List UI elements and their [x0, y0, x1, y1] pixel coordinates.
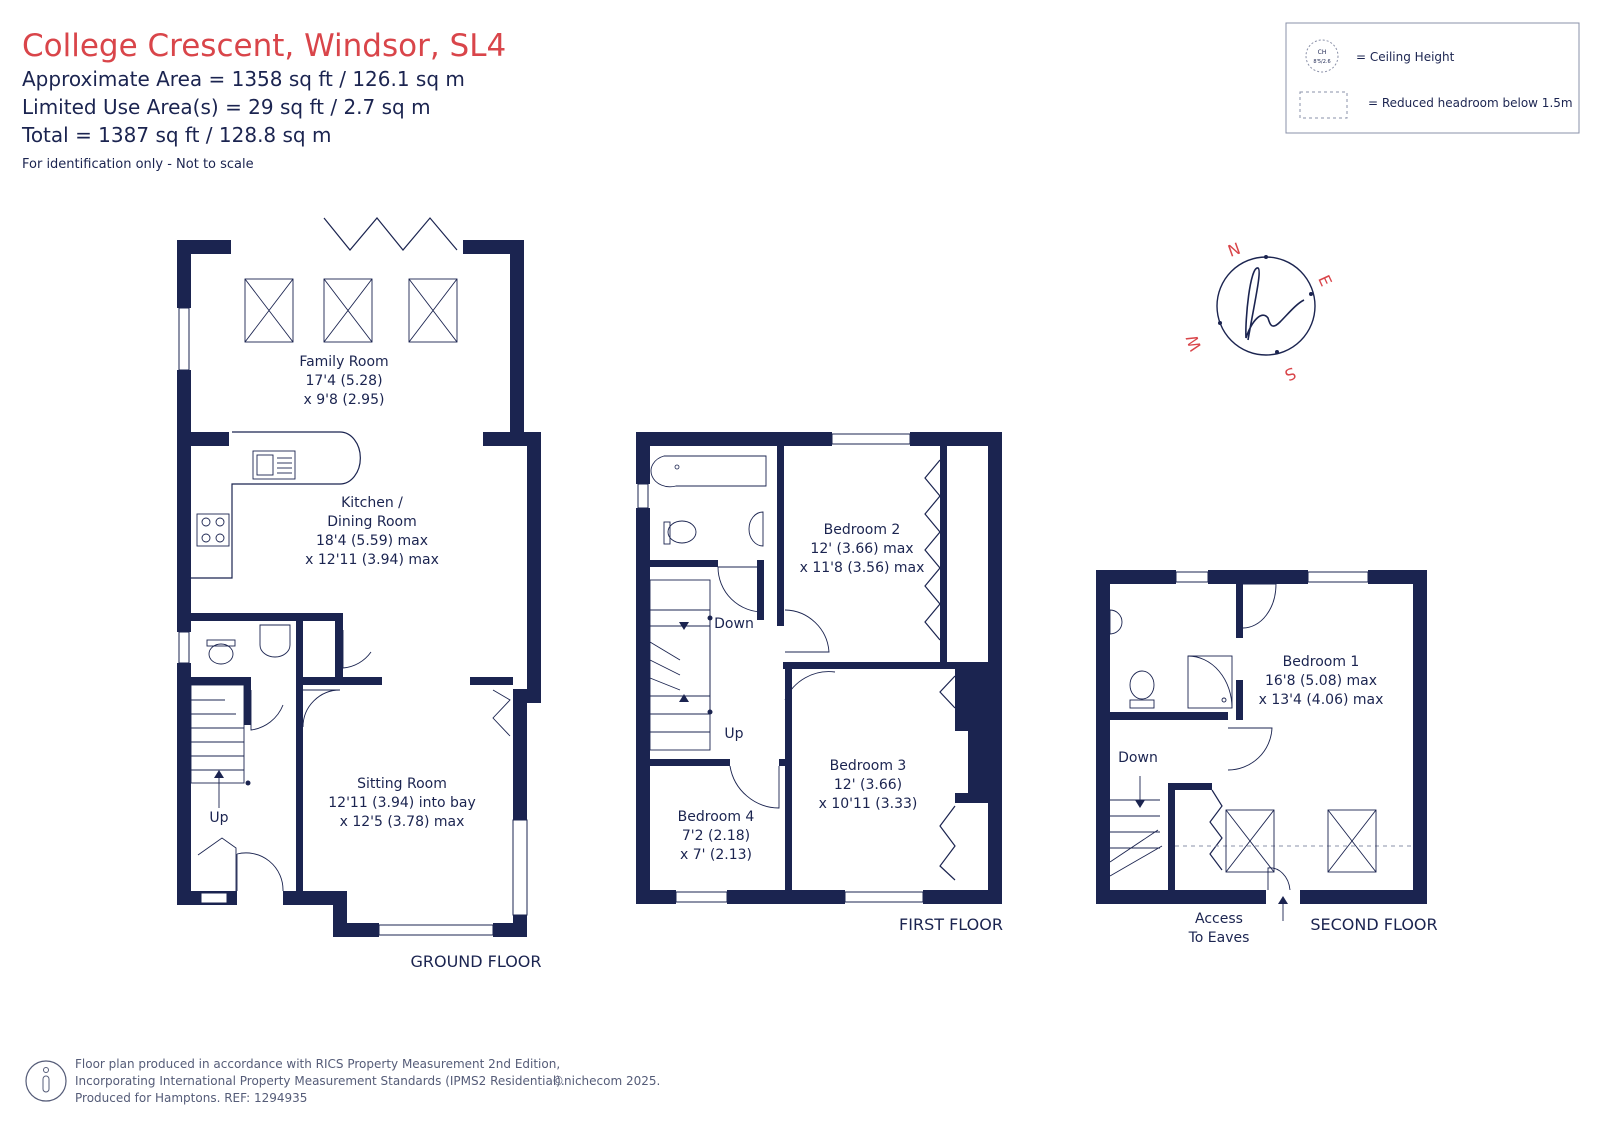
shower-icon [1187, 655, 1233, 709]
bedroom1-dim1: 16'8 (5.08) max [1265, 673, 1377, 689]
family-room-dim1: 17'4 (5.28) [305, 373, 382, 389]
bedroom4-name: Bedroom 4 [678, 809, 755, 825]
kitchen-name2: Dining Room [327, 514, 417, 530]
family-room-name: Family Room [299, 354, 388, 370]
legend-box: CH 8'5/2.6 = Ceiling Height = Reduced he… [1285, 22, 1580, 134]
bedroom4-dim2: x 7' (2.13) [680, 847, 752, 863]
compass-north: N [1225, 239, 1243, 261]
toilet-icon [667, 520, 697, 544]
ch-symbol-bottom: 8'5/2.6 [1313, 59, 1330, 65]
bath-icon [650, 455, 767, 488]
footer-line3: Produced for Hamptons. REF: 1294935 [75, 1091, 307, 1105]
reduced-headroom-label: = Reduced headroom below 1.5m [1368, 96, 1573, 110]
first-stairs-down-label: Down [714, 616, 754, 632]
kitchen-dim1: 18'4 (5.59) max [316, 533, 428, 549]
ground-floor-label: GROUND FLOOR [410, 952, 541, 971]
ground-floor-plan: Family Room 17'4 (5.28) x 9'8 (2.95) Kit… [177, 217, 542, 971]
kitchen-counter [191, 431, 361, 579]
skylight-icon [244, 278, 458, 343]
footer-line2: Incorporating International Property Mea… [75, 1074, 565, 1088]
ceiling-height-label: = Ceiling Height [1356, 50, 1455, 64]
up-arrow-icon [214, 770, 224, 778]
family-room-dim2: x 9'8 (2.95) [304, 392, 385, 408]
sitting-room-dim2: x 12'5 (3.78) max [340, 814, 465, 830]
scale-note: For identification only - Not to scale [22, 157, 254, 172]
basin-icon [259, 624, 291, 658]
compass-west: W [1182, 332, 1205, 354]
eaves-access-arrow-icon [1278, 896, 1288, 904]
bifold-door-icon [323, 217, 458, 251]
total-area: Total = 1387 sq ft / 128.8 sq m [21, 123, 331, 147]
second-floor-plan: Bedroom 1 16'8 (5.08) max x 13'4 (4.06) … [1096, 570, 1438, 946]
bedroom1-dim2: x 13'4 (4.06) max [1259, 692, 1384, 708]
bedroom2-dim1: 12' (3.66) max [810, 541, 913, 557]
toilet-icon [1129, 670, 1155, 700]
bedroom2-dim2: x 11'8 (3.56) max [800, 560, 925, 576]
second-stairs-down-label: Down [1118, 750, 1158, 766]
bedroom1-name: Bedroom 1 [1283, 654, 1360, 670]
second-floor-stairs [1109, 776, 1163, 877]
approximate-area: Approximate Area = 1358 sq ft / 126.1 sq… [22, 67, 465, 91]
logo-script-icon [1245, 267, 1305, 341]
down-arrow-icon [679, 622, 689, 630]
first-stairs-up-label: Up [724, 726, 743, 742]
property-title: College Crescent, Windsor, SL4 [22, 28, 506, 64]
ceiling-height-icon [1305, 39, 1339, 73]
footer-copyright: ©nichecom 2025. [552, 1074, 660, 1088]
footer-line1: Floor plan produced in accordance with R… [75, 1057, 560, 1071]
ch-symbol-top: CH [1318, 49, 1327, 56]
bedroom3-dim1: 12' (3.66) [834, 777, 902, 793]
kitchen-name1: Kitchen / [341, 495, 403, 511]
second-floor-label: SECOND FLOOR [1310, 915, 1437, 934]
toilet-icon [208, 643, 234, 665]
reduced-headroom-icon [1299, 91, 1348, 119]
eaves-label-line2: To Eaves [1188, 930, 1250, 946]
up-arrow-icon [679, 694, 689, 702]
compass: N E S W [1182, 239, 1336, 385]
sitting-room-name: Sitting Room [357, 776, 447, 792]
down-arrow-icon [1135, 800, 1145, 808]
footer: Floor plan produced in accordance with R… [25, 1057, 660, 1105]
ground-stairs [190, 684, 251, 891]
bedroom3-dim2: x 10'11 (3.33) [819, 796, 918, 812]
basin-icon [1109, 609, 1123, 635]
first-floor-plan: Down Up Bedroom 2 12' (3.66) max x 11'8 … [636, 432, 1003, 934]
kitchen-dim2: x 12'11 (3.94) max [305, 552, 439, 568]
first-floor-label: FIRST FLOOR [899, 915, 1003, 934]
bedroom2-name: Bedroom 2 [824, 522, 901, 538]
sitting-room-dim1: 12'11 (3.94) into bay [328, 795, 476, 811]
compass-south: S [1282, 363, 1299, 385]
ground-stairs-up-label: Up [209, 810, 228, 826]
basin-icon [748, 511, 764, 547]
skylight-icon [1225, 809, 1377, 873]
hob-icon [196, 513, 230, 547]
info-icon [25, 1060, 67, 1102]
limited-use-area: Limited Use Area(s) = 29 sq ft / 2.7 sq … [22, 95, 431, 119]
bedroom4-dim1: 7'2 (2.18) [682, 828, 750, 844]
first-floor-stairs [649, 579, 713, 751]
eaves-label-line1: Access [1195, 911, 1243, 927]
compass-east: E [1314, 272, 1335, 289]
sink-icon [252, 450, 296, 480]
bedroom3-name: Bedroom 3 [830, 758, 907, 774]
